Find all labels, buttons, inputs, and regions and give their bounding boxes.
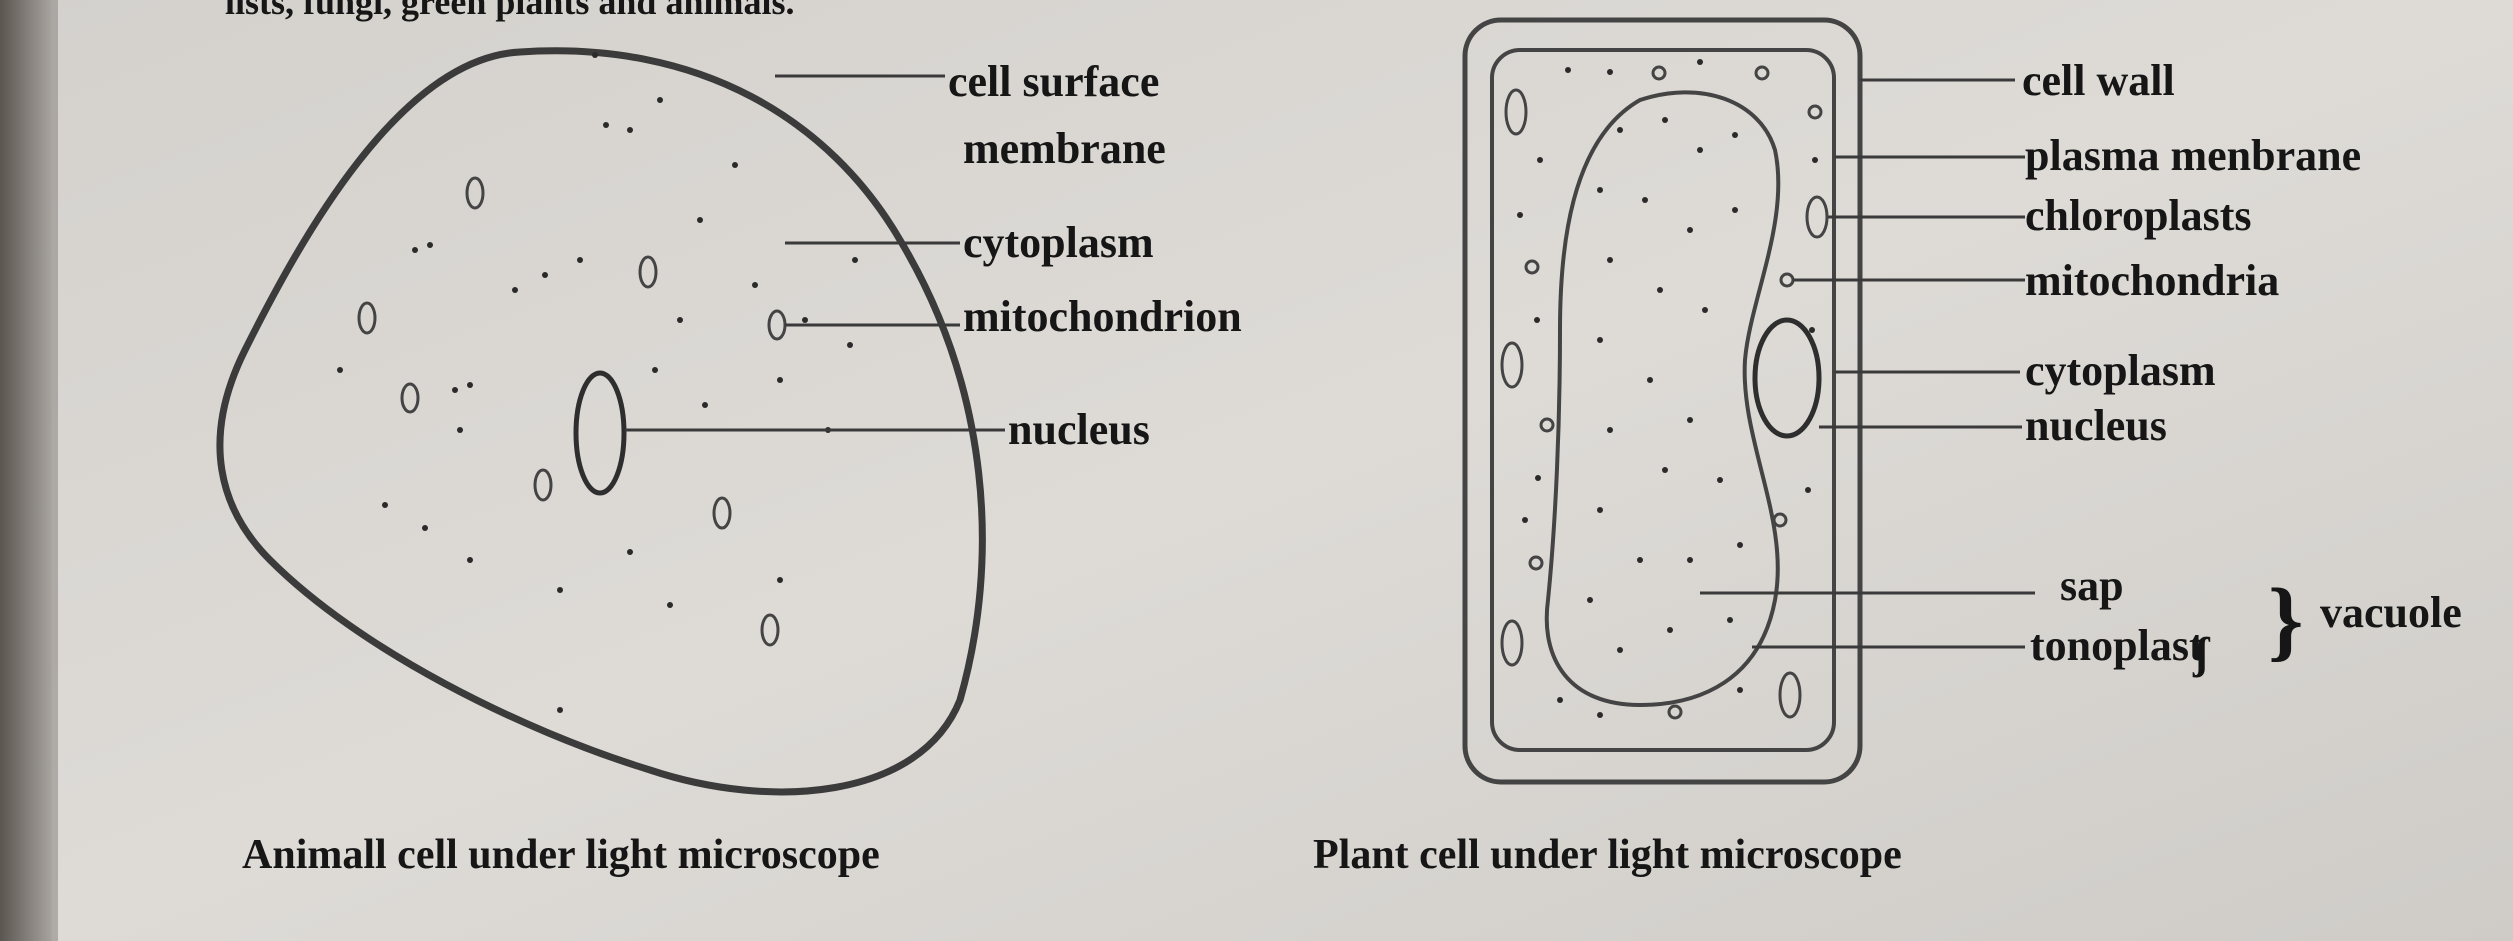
label-plasma-membrane: plasma menbrane [2025,131,2361,180]
plant-caption: Plant cell under light microscope [1313,832,1902,878]
label-sap: sap [2060,561,2124,610]
vacuole-brace: } [2268,571,2303,670]
label-nucleus-plant: nucleus [2025,401,2167,450]
label-mitochondrion: mitochondrion [963,292,1242,341]
animal-caption: Animall cell under light microscope [242,832,880,878]
animal-mitochondrion [760,613,780,647]
plant-chloroplast [1500,341,1524,389]
plant-chloroplast [1500,619,1524,667]
plant-chloroplast [1778,671,1802,719]
plant-cytoplasm-granules [1517,59,1818,718]
animal-cytoplasm-granules [337,52,858,713]
plant-chloroplast [1805,195,1829,239]
plant-cell-wall-inner [1490,48,1836,752]
animal-mitochondrion [400,382,420,414]
page-binding-edge [0,0,52,941]
label-cell-wall: cell wall [2022,56,2175,105]
label-tonoplast-bracket: ʃ [2192,629,2211,678]
label-cytoplasm-animal: cytoplasm [963,218,1154,267]
plant-nucleus [1752,317,1822,439]
plant-cell-diagram [1462,17,1863,785]
label-tonoplast: tonoplast [2030,621,2204,670]
binding-shadow [52,0,58,941]
animal-mitochondrion [638,255,658,289]
label-vacuole: vacuole [2320,588,2462,637]
animal-mitochondrion [465,176,485,210]
label-cytoplasm-plant: cytoplasm [2025,346,2216,395]
top-text-fragment: lists, fungi, green plants and animals. [225,0,794,22]
label-membrane: membrane [963,124,1166,173]
animal-nucleus [573,370,627,496]
animal-mitochondrion [533,468,553,502]
plant-vacuole-tonoplast [1544,90,1781,708]
label-mitochondria: mitochondria [2025,256,2279,305]
label-nucleus-animal: nucleus [1008,405,1150,454]
animal-cell-surface-membrane [216,47,986,796]
animal-mitochondrion [357,301,377,335]
animal-cell-diagram [216,47,986,796]
animal-mitochondrion [712,496,732,530]
plant-cell-wall-outer [1462,17,1863,785]
label-chloroplasts: chloroplasts [2025,191,2252,240]
plant-chloroplasts-group [1500,88,1829,719]
plant-chloroplast [1504,88,1528,136]
label-cell-surface: cell surface [948,57,1159,106]
